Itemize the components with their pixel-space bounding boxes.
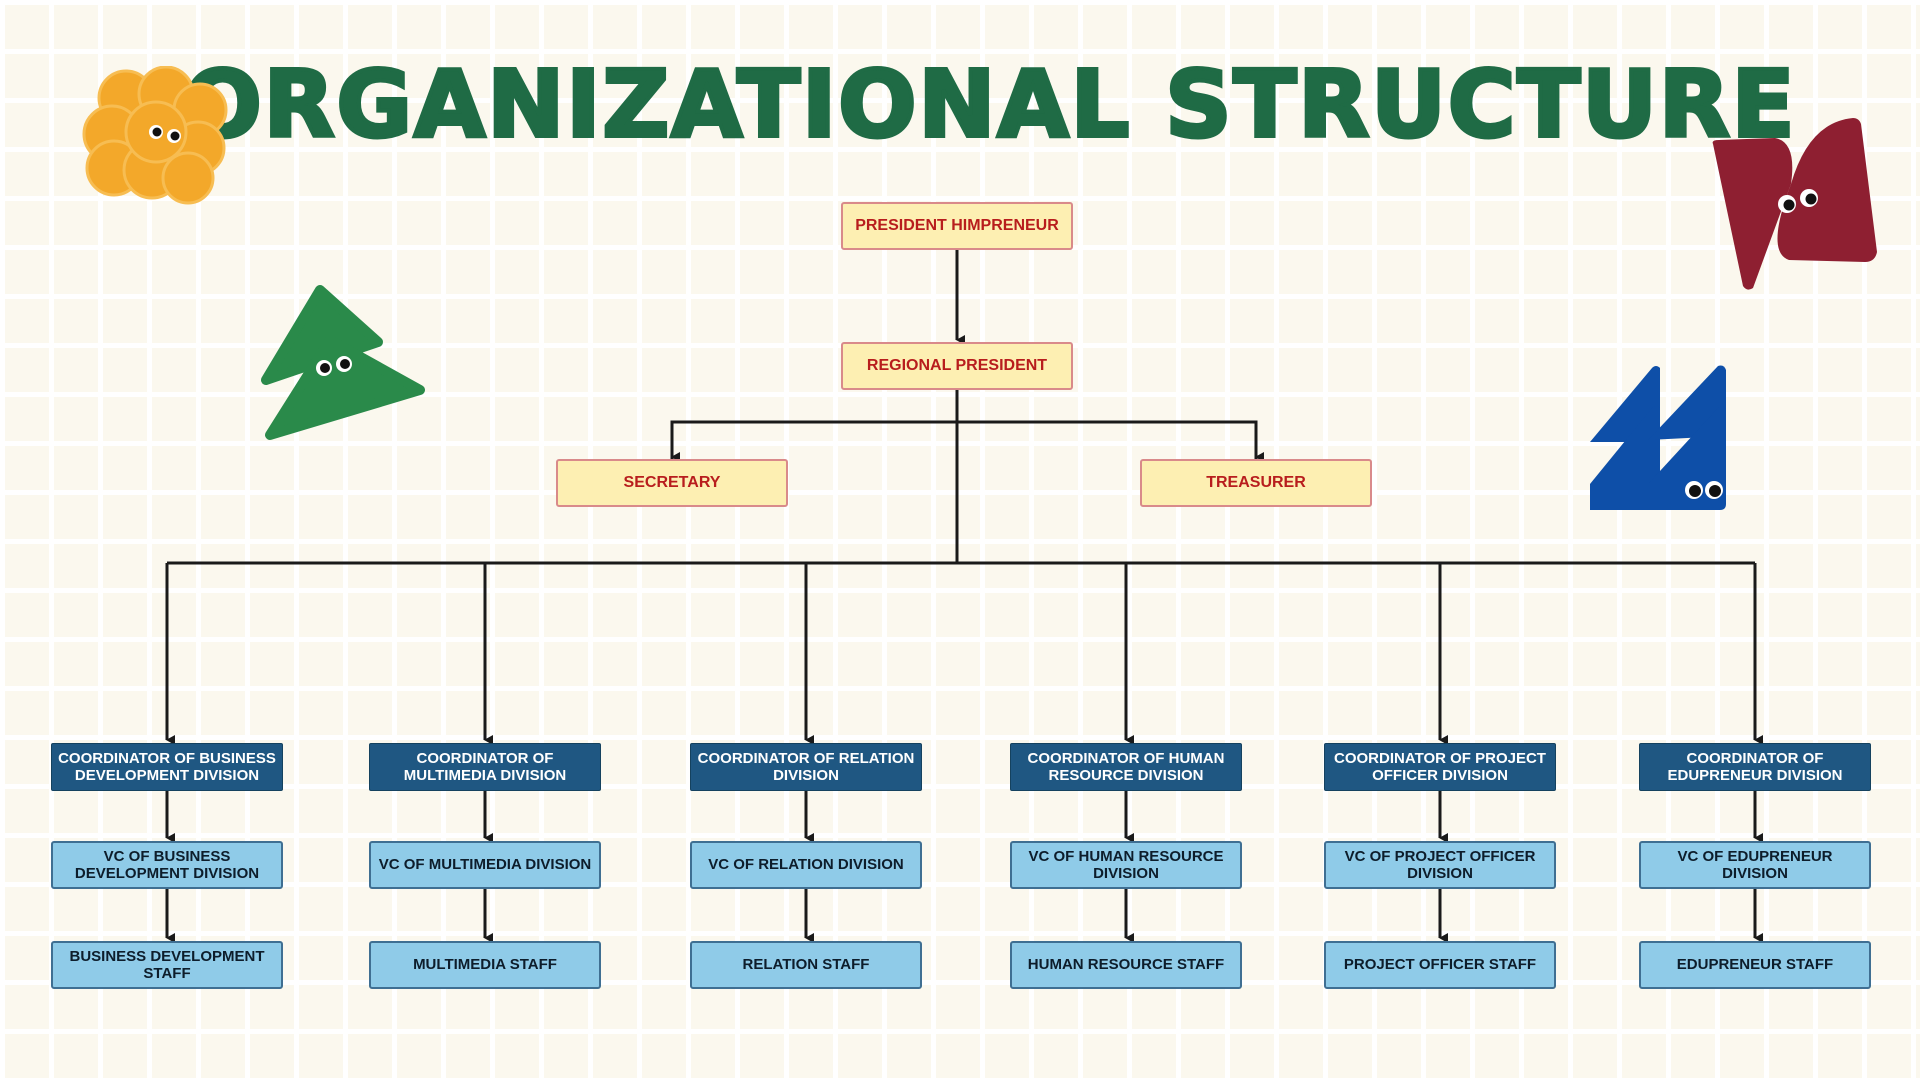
- secretary-box: SECRETARY: [556, 459, 788, 507]
- orange-bubble-cluster-character: [82, 66, 228, 205]
- staff-label: HUMAN RESOURCE STAFF: [1027, 956, 1225, 974]
- staff-box: BUSINESS DEVELOPMENT STAFF: [51, 941, 283, 989]
- president-box: PRESIDENT HIMPRENEUR: [841, 202, 1073, 250]
- staff-box: HUMAN RESOURCE STAFF: [1010, 941, 1242, 989]
- coordinator-label: COORDINATOR OF EDUPRENEUR DIVISION: [1667, 749, 1843, 784]
- staff-box: RELATION STAFF: [690, 941, 922, 989]
- coordinator-label: COORDINATOR OF MULTIMEDIA DIVISION: [403, 749, 567, 784]
- treasurer-box: TREASURER: [1140, 459, 1372, 507]
- vc-box: VC OF PROJECT OFFICER DIVISION: [1324, 841, 1556, 889]
- coordinator-box: COORDINATOR OF EDUPRENEUR DIVISION: [1639, 743, 1871, 791]
- vc-box: VC OF EDUPRENEUR DIVISION: [1639, 841, 1871, 889]
- coordinator-label: COORDINATOR OF BUSINESS DEVELOPMENT DIVI…: [58, 749, 276, 784]
- president-label: PRESIDENT HIMPRENEUR: [855, 216, 1059, 234]
- staff-label: MULTIMEDIA STAFF: [413, 956, 557, 974]
- vc-label: VC OF EDUPRENEUR DIVISION: [1677, 847, 1833, 882]
- coordinator-label: COORDINATOR OF HUMAN RESOURCE DIVISION: [1027, 749, 1225, 784]
- regional-president-box: REGIONAL PRESIDENT: [841, 342, 1073, 390]
- staff-box: MULTIMEDIA STAFF: [369, 941, 601, 989]
- coordinator-label: COORDINATOR OF RELATION DIVISION: [697, 749, 915, 784]
- vc-label: VC OF PROJECT OFFICER DIVISION: [1344, 847, 1536, 882]
- vc-label: VC OF HUMAN RESOURCE DIVISION: [1028, 847, 1224, 882]
- blue-stacked-triangles-character: [1590, 365, 1726, 510]
- vc-box: VC OF RELATION DIVISION: [690, 841, 922, 889]
- staff-label: BUSINESS DEVELOPMENT STAFF: [69, 947, 265, 982]
- vc-box: VC OF HUMAN RESOURCE DIVISION: [1010, 841, 1242, 889]
- vc-box: VC OF MULTIMEDIA DIVISION: [369, 841, 601, 889]
- vc-box: VC OF BUSINESS DEVELOPMENT DIVISION: [51, 841, 283, 889]
- coordinator-box: COORDINATOR OF MULTIMEDIA DIVISION: [369, 743, 601, 791]
- staff-label: EDUPRENEUR STAFF: [1676, 956, 1834, 974]
- staff-label: PROJECT OFFICER STAFF: [1343, 956, 1537, 974]
- vc-label: VC OF RELATION DIVISION: [708, 856, 904, 874]
- coordinator-box: COORDINATOR OF RELATION DIVISION: [690, 743, 922, 791]
- green-triangle-character: [261, 285, 425, 440]
- treasurer-label: TREASURER: [1206, 473, 1306, 491]
- coordinator-box: COORDINATOR OF BUSINESS DEVELOPMENT DIVI…: [51, 743, 283, 791]
- coordinator-label: COORDINATOR OF PROJECT OFFICER DIVISION: [1334, 749, 1546, 784]
- page-title: ORGANIZATIONAL STRUCTURE: [181, 49, 1797, 160]
- coordinator-box: COORDINATOR OF HUMAN RESOURCE DIVISION: [1010, 743, 1242, 791]
- vc-label: VC OF MULTIMEDIA DIVISION: [378, 856, 592, 874]
- vc-label: VC OF BUSINESS DEVELOPMENT DIVISION: [74, 847, 260, 882]
- coordinator-box: COORDINATOR OF PROJECT OFFICER DIVISION: [1324, 743, 1556, 791]
- secretary-label: SECRETARY: [623, 473, 721, 491]
- regional-president-label: REGIONAL PRESIDENT: [866, 356, 1048, 374]
- red-bowtie-character: [1712, 118, 1877, 290]
- staff-label: RELATION STAFF: [742, 956, 870, 974]
- staff-box: EDUPRENEUR STAFF: [1639, 941, 1871, 989]
- staff-box: PROJECT OFFICER STAFF: [1324, 941, 1556, 989]
